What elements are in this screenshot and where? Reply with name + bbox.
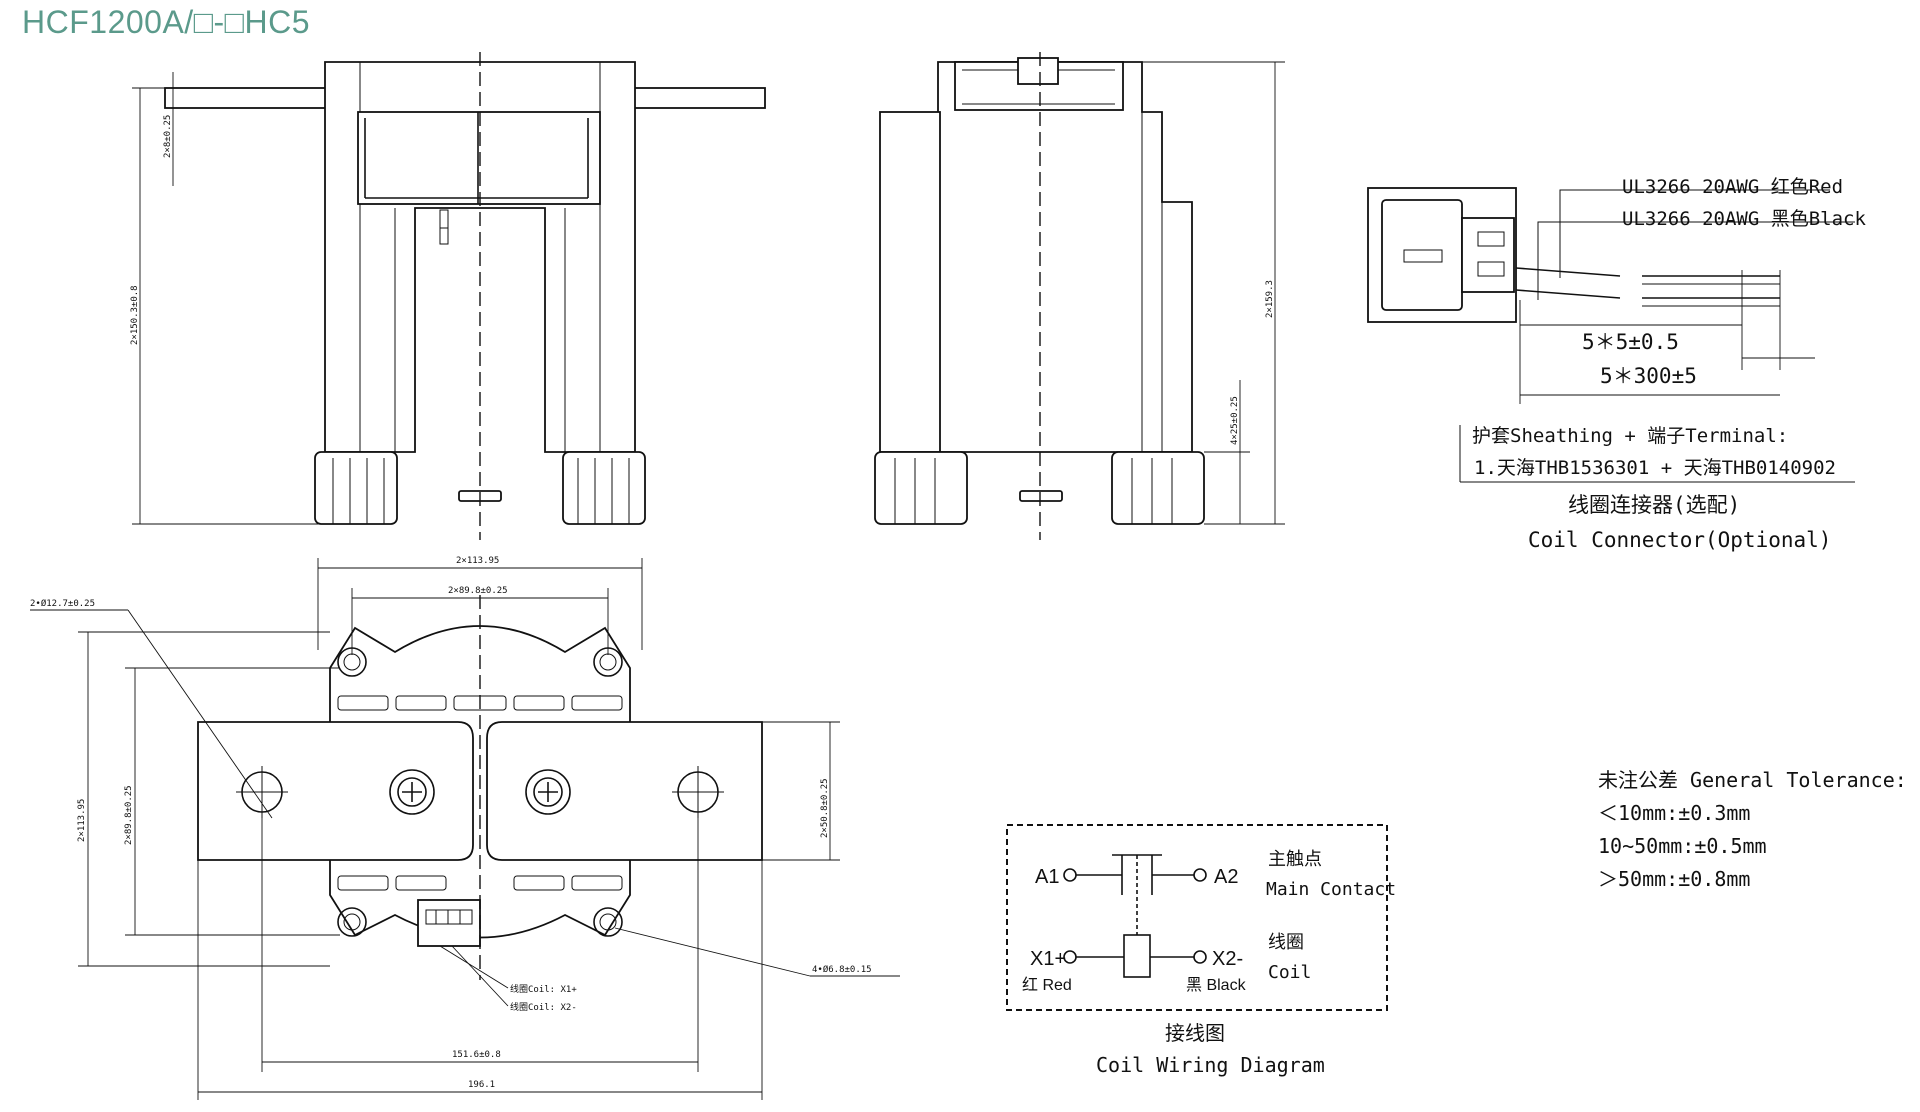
dim-bus-width: 2×50.8±0.25 — [820, 778, 830, 838]
terminal-a1: A1 — [1035, 866, 1059, 888]
coil-pin-x2-label: 线圈Coil: X2- — [510, 1001, 577, 1013]
dim-bolt-span: 151.6±0.8 — [452, 1050, 501, 1060]
terminal-x2: X2- — [1212, 948, 1243, 970]
dim-side-height: 2×159.3 — [1265, 280, 1275, 318]
drawing-title: HCF1200A/□-□HC5 — [22, 4, 311, 40]
coil-pin-x1-label: 线圈Coil: X1+ — [510, 983, 577, 995]
main-contact-en: Main Contact — [1266, 879, 1396, 900]
main-contact-cn: 主触点 — [1268, 849, 1322, 870]
dim-total-length: 196.1 — [468, 1080, 495, 1090]
front-view: 2×8±0.25 2×150.3±0.8 — [130, 52, 766, 540]
dim-mount-hole: 4•Ø6.8±0.15 — [812, 964, 872, 975]
tolerance-row-1: ＜10mm:±0.3mm — [1598, 801, 1750, 825]
bottom-view: 2×113.95 2×89.8±0.25 2•Ø12.7±0.25 2×113.… — [30, 556, 900, 1100]
parts-value: 1.天海THB1536301 + 天海THB0140902 — [1474, 457, 1836, 479]
dim-hole-diameter: 2•Ø12.7±0.25 — [30, 598, 95, 609]
dim-foot-height: 4×25±0.25 — [1230, 396, 1240, 445]
dim-hole-span: 2×89.8±0.25 — [448, 586, 508, 596]
wiring-diagram: A1 A2 X1+ X2- 红 Red 黑 Black 主触点 Main Con… — [1006, 824, 1396, 1077]
x1-color-label: 红 Red — [1022, 976, 1072, 994]
parts-label: 护套Sheathing + 端子Terminal: — [1472, 425, 1788, 447]
dim-wire-length: 5＊300±5 — [1600, 364, 1697, 388]
side-view: 2×159.3 4×25±0.25 — [874, 52, 1285, 540]
dim-front-height: 2×150.3±0.8 — [130, 285, 140, 345]
coil-connector: 5＊5±0.5 5＊300±5 UL3266 20AWG 红色Red UL326… — [1367, 176, 1866, 552]
wiring-caption-cn: 接线图 — [1165, 1021, 1225, 1045]
dim-strip-length: 5＊5±0.5 — [1582, 330, 1679, 354]
tolerance-heading: 未注公差 General Tolerance: — [1598, 768, 1907, 792]
x2-color-label: 黑 Black — [1186, 977, 1247, 994]
dim-terminal-thickness: 2×8±0.25 — [163, 115, 173, 158]
terminal-a2: A2 — [1214, 866, 1238, 888]
wiring-caption-en: Coil Wiring Diagram — [1096, 1053, 1325, 1077]
connector-caption-en: Coil Connector(Optional) — [1528, 528, 1831, 552]
coil-en: Coil — [1268, 962, 1311, 983]
tolerance-row-3: ＞50mm:±0.8mm — [1598, 867, 1750, 891]
terminal-x1: X1+ — [1030, 948, 1066, 970]
wire-black-label: UL3266 20AWG 黑色Black — [1622, 208, 1866, 230]
dim-left-inner: 2×89.8±0.25 — [124, 785, 134, 845]
wire-red-label: UL3266 20AWG 红色Red — [1622, 176, 1843, 198]
tolerance-row-2: 10~50mm:±0.5mm — [1598, 834, 1767, 858]
connector-caption-cn: 线圈连接器(选配) — [1568, 493, 1740, 517]
general-tolerance: 未注公差 General Tolerance: ＜10mm:±0.3mm 10~… — [1598, 768, 1907, 891]
dim-left-outer: 2×113.95 — [77, 799, 87, 842]
dim-outer-span: 2×113.95 — [456, 556, 499, 566]
coil-cn: 线圈 — [1268, 932, 1304, 953]
